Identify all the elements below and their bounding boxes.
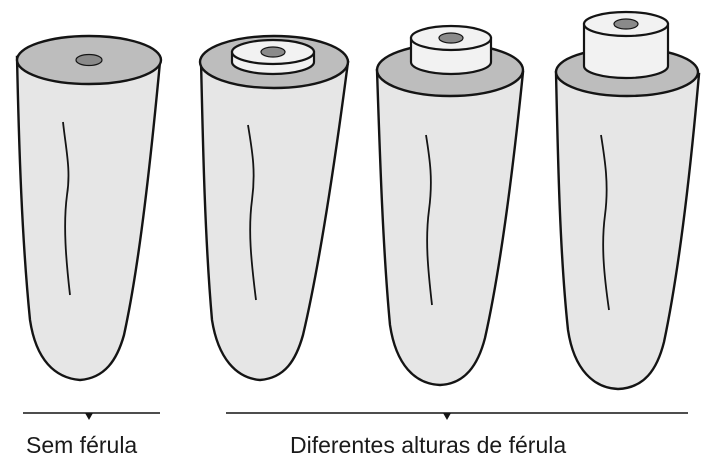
post-channel (261, 47, 285, 57)
root-body (201, 60, 348, 380)
canal-opening (76, 55, 102, 66)
tooth-low-ferrule (200, 36, 348, 380)
bracket-no-ferrule (23, 413, 160, 420)
root-body (556, 72, 699, 389)
root-body (377, 70, 523, 385)
post-channel (439, 33, 463, 43)
caption-no-ferrule: Sem férula (26, 432, 137, 459)
bracket-different-heights (226, 413, 688, 420)
caption-different-heights: Diferentes alturas de férula (290, 432, 566, 459)
post-channel (614, 19, 638, 29)
tooth-high-ferrule (556, 12, 699, 389)
root-body (17, 57, 160, 380)
tooth-medium-ferrule (377, 26, 523, 385)
tooth-no-ferrule (17, 36, 161, 380)
